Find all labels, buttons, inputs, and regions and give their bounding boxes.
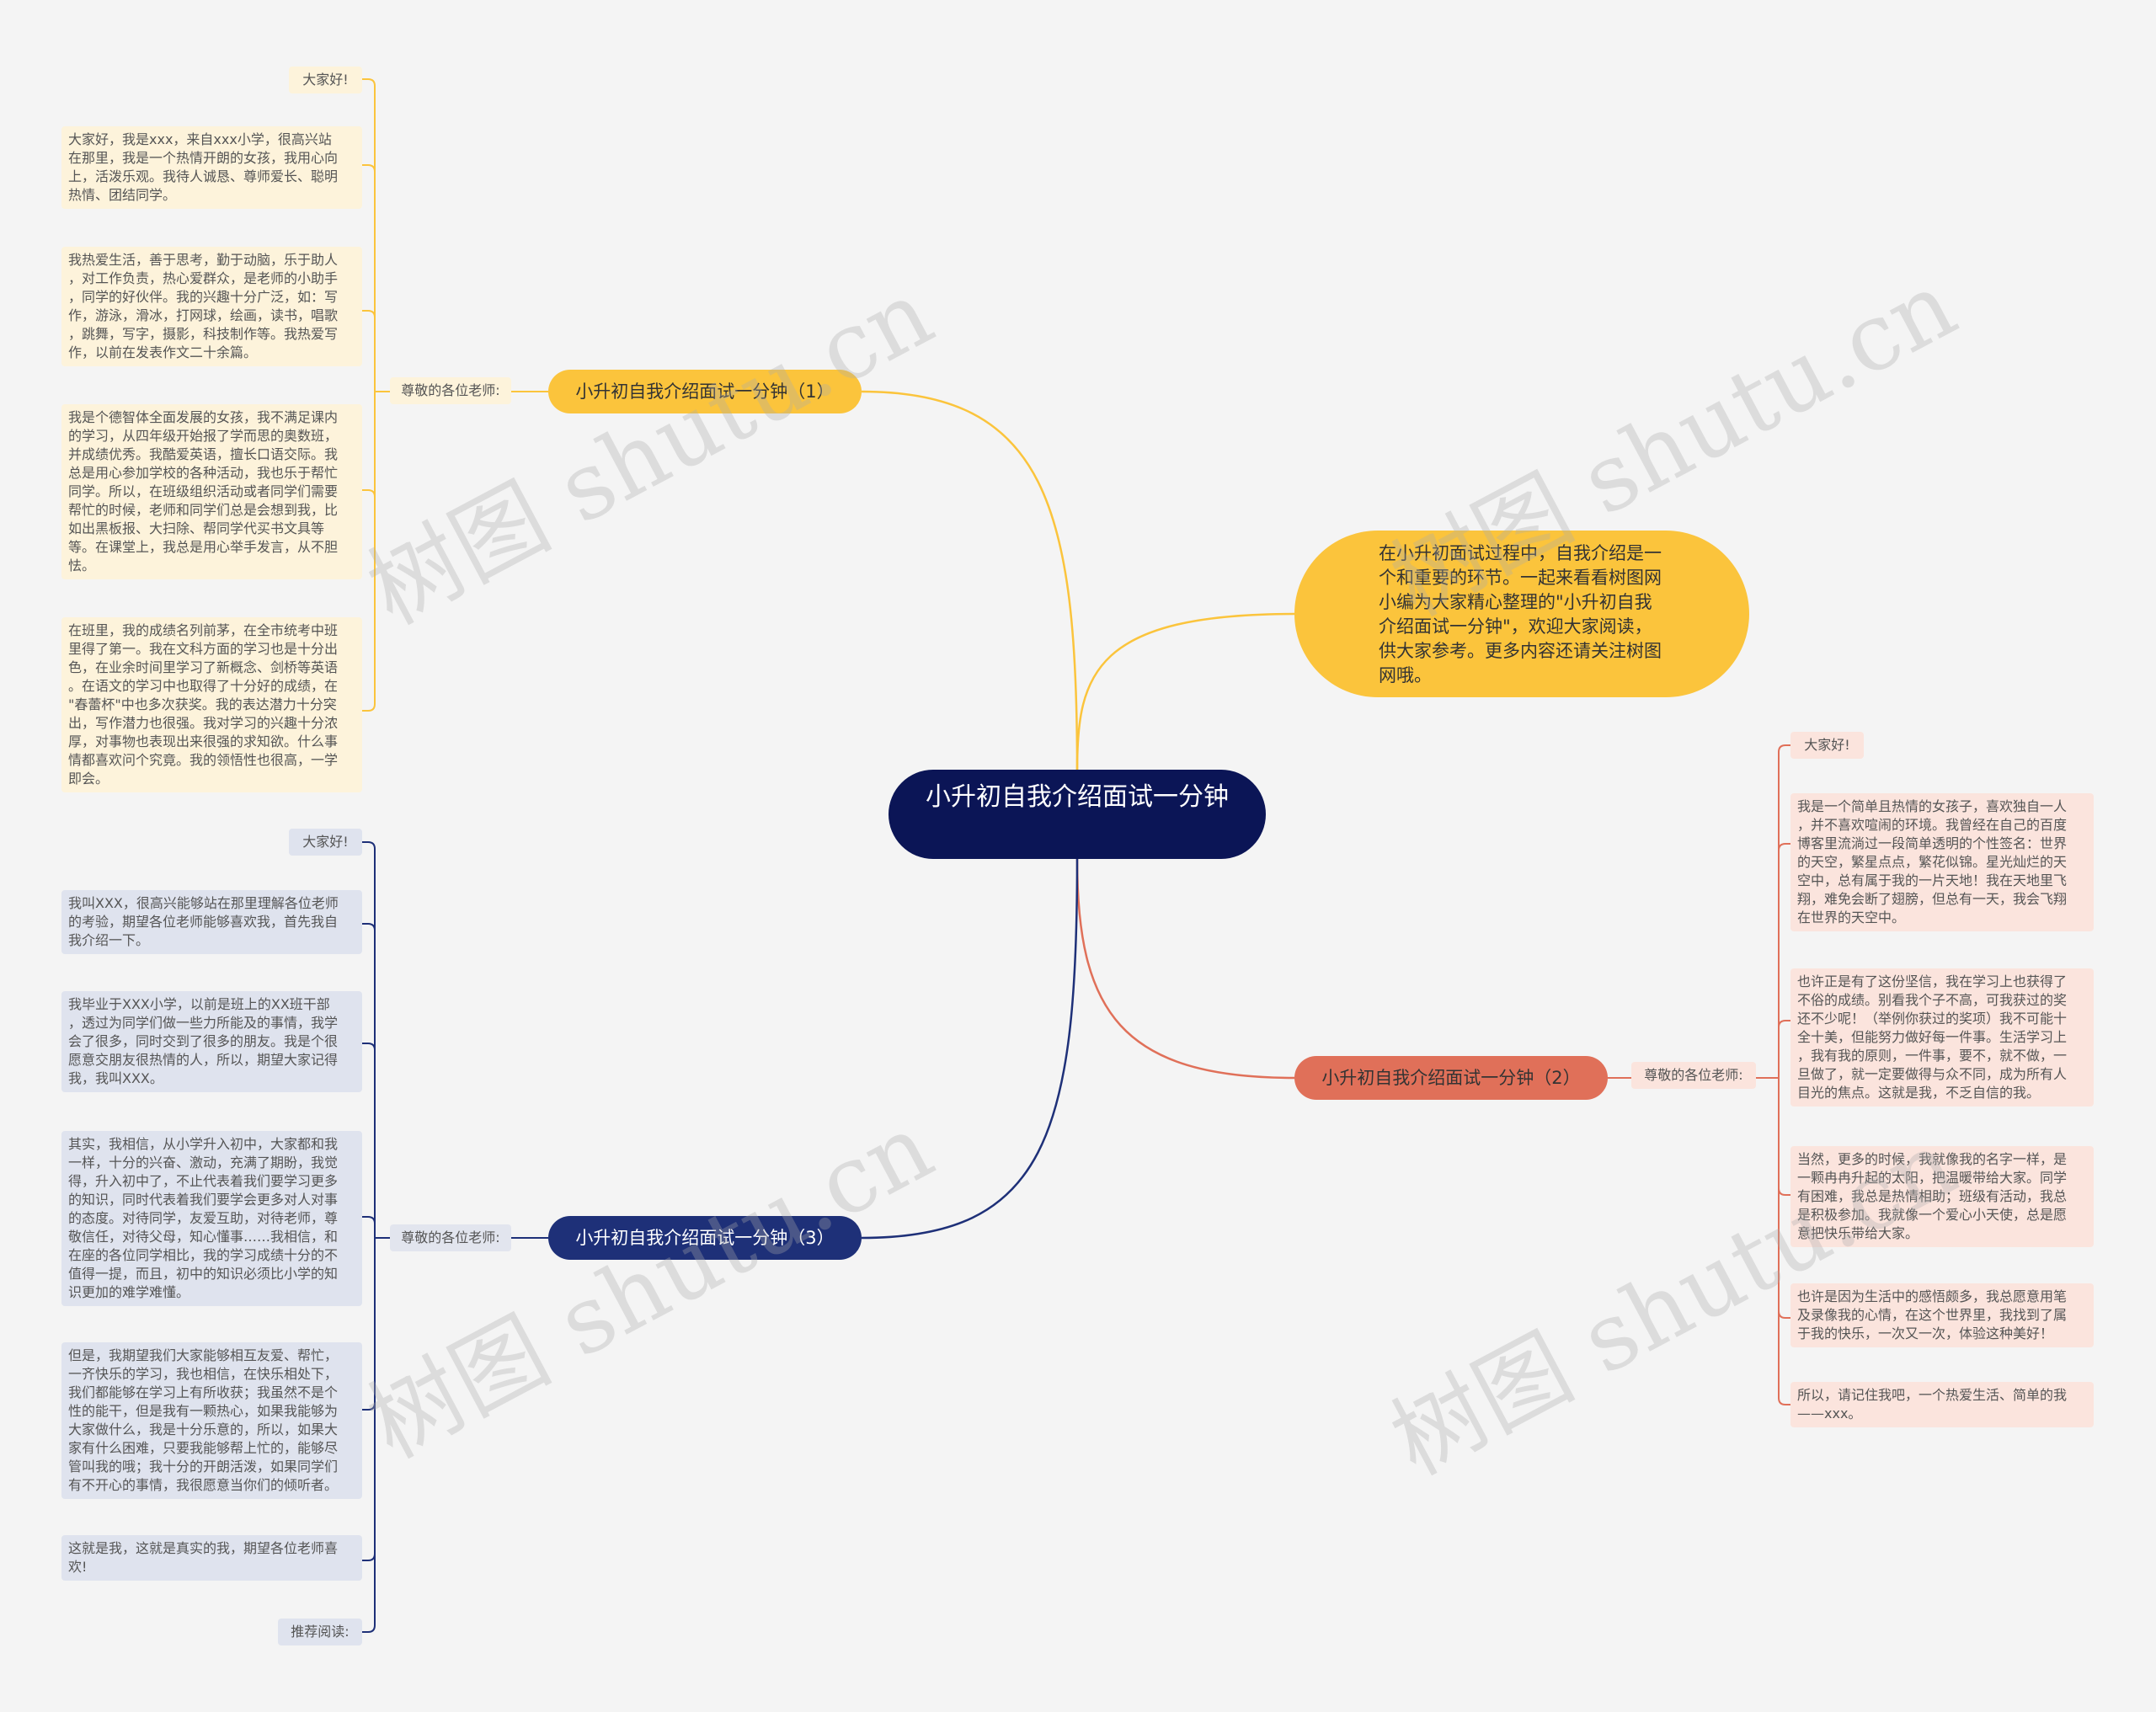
branch-2-leaf-2[interactable]: 我是一个简单且热情的女孩子，喜欢独自一人 ，并不喜欢喧闹的环境。我曾经在自己的百…: [1790, 793, 2094, 931]
bracket-branch-2: [1756, 744, 1790, 1405]
link-root-intro: [1075, 612, 1295, 771]
intro-bubble[interactable]: 在小升初面试过程中，自我介绍是一个和重要的环节。一起来看看树图网小编为大家精心整…: [1294, 531, 1749, 697]
link-root-b2: [1075, 858, 1295, 1080]
branch-3-topic[interactable]: 小升初自我介绍面试一分钟（3）: [548, 1216, 862, 1260]
branch-1-leaf-1[interactable]: 大家好!: [289, 67, 362, 93]
link-root-b3: [861, 858, 1079, 1240]
link-root-b1: [861, 390, 1079, 771]
bracket-branch-3: [362, 841, 390, 1633]
branch-2-leaf-6[interactable]: 所以，请记住我吧，一个热爱生活、简单的我 ——xxx。: [1790, 1382, 2094, 1427]
branch-3-leaf-3[interactable]: 我毕业于XXX小学，以前是班上的XX班干部 ，透过为同学们做一些力所能及的事情，…: [61, 991, 362, 1092]
branch-2-leaf-4[interactable]: 当然，更多的时候，我就像我的名字一样，是 一颗冉冉升起的太阳，把温暖带给大家。同…: [1790, 1146, 2094, 1247]
branch-3-leaf-4[interactable]: 其实，我相信，从小学升入初中，大家都和我 一样，十分的兴奋、激动，充满了期盼，我…: [61, 1131, 362, 1306]
branch-3-leaf-1[interactable]: 大家好!: [289, 829, 362, 856]
root-topic[interactable]: 小升初自我介绍面试一分钟: [889, 770, 1266, 859]
branch-2-topic[interactable]: 小升初自我介绍面试一分钟（2）: [1294, 1056, 1608, 1100]
branch-2-leaf-1[interactable]: 大家好!: [1790, 732, 1864, 759]
branch-1-topic[interactable]: 小升初自我介绍面试一分钟（1）: [548, 370, 862, 413]
branch-2-salutation[interactable]: 尊敬的各位老师:: [1631, 1062, 1756, 1089]
branch-3-leaf-2[interactable]: 我叫XXX，很高兴能够站在那里理解各位老师 的考验，期望各位老师能够喜欢我，首先…: [61, 890, 362, 954]
branch-3-salutation[interactable]: 尊敬的各位老师:: [390, 1224, 511, 1251]
branch-1-leaf-2[interactable]: 大家好，我是xxx，来自xxx小学，很高兴站 在那里，我是一个热情开朗的女孩，我…: [61, 126, 362, 209]
branch-2-leaf-3[interactable]: 也许正是有了这份坚信，我在学习上也获得了 不俗的成绩。别看我个子不高，可我获过的…: [1790, 968, 2094, 1107]
branch-2-leaf-5[interactable]: 也许是因为生活中的感悟颇多，我总愿意用笔 及录像我的心情，在这个世界里，我找到了…: [1790, 1283, 2094, 1347]
branch-1-leaf-4[interactable]: 我是个德智体全面发展的女孩，我不满足课内 的学习，从四年级开始报了学而思的奥数班…: [61, 404, 362, 579]
branch-1-leaf-3[interactable]: 我热爱生活，善于思考，勤于动脑，乐于助人 ，对工作负责，热心爱群众，是老师的小助…: [61, 247, 362, 366]
branch-1-leaf-5[interactable]: 在班里，我的成绩名列前茅，在全市统考中班 里得了第一。我在文科方面的学习也是十分…: [61, 617, 362, 792]
bracket-branch-1: [362, 78, 390, 712]
branch-3-leaf-6[interactable]: 这就是我，这就是真实的我，期望各位老师喜 欢!: [61, 1535, 362, 1581]
branch-1-salutation[interactable]: 尊敬的各位老师:: [390, 377, 511, 404]
branch-3-leaf-7[interactable]: 推荐阅读:: [278, 1619, 362, 1645]
branch-3-leaf-5[interactable]: 但是，我期望我们大家能够相互友爱、帮忙， 一齐快乐的学习，我也相信，在快乐相处下…: [61, 1342, 362, 1499]
